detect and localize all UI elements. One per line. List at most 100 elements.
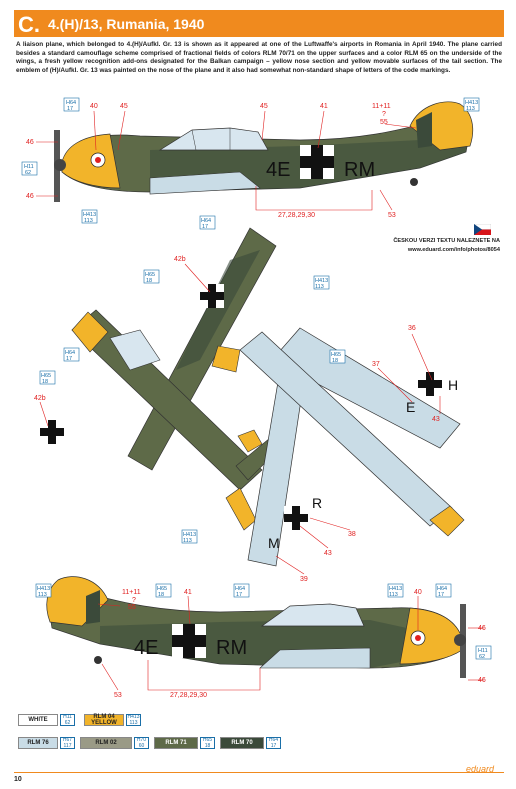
callout-46-top-a: 46 — [26, 139, 34, 146]
svg-text:62: 62 — [25, 170, 31, 176]
callout-55-bottom: 55 — [128, 604, 136, 611]
callout-40-top: 40 — [90, 103, 98, 110]
svg-text:17: 17 — [438, 592, 444, 598]
svg-text:17: 17 — [202, 224, 208, 230]
brand-logo: eduard — [466, 764, 495, 774]
code-box-top-1: H64 17 — [63, 97, 80, 112]
section-header: C. 4.(H)/13, Rumania, 1940 — [14, 10, 504, 37]
underside-letter-1: H — [448, 377, 458, 393]
svg-text:18: 18 — [42, 379, 48, 385]
legend-swatch-rlm02: RLM 02 — [80, 737, 132, 749]
underside-letter-4: M — [268, 535, 280, 551]
plan-view-lower: H E R M — [211, 327, 465, 567]
callout-45-top-a: 45 — [120, 103, 128, 110]
svg-text:H64: H64 — [66, 100, 76, 106]
legend-swatch-rlm76: RLM 76 — [18, 737, 58, 749]
underside-letter-3: R — [312, 495, 322, 511]
callout-46-bottom-b: 46 — [478, 677, 486, 684]
svg-text:113: 113 — [315, 284, 324, 290]
code-box-bottom-2: H65 18 — [155, 583, 172, 598]
svg-text:113: 113 — [466, 106, 475, 112]
czech-note: ČESKOU VERZI TEXTU NALEZNETE NA www.edua… — [360, 237, 500, 254]
svg-text:H65: H65 — [157, 586, 167, 592]
svg-text:62: 62 — [479, 654, 485, 660]
czech-note-line1: ČESKOU VERZI TEXTU NALEZNETE NA — [393, 238, 500, 244]
section-letter: C. — [18, 12, 40, 37]
underside-letter-2: E — [406, 399, 415, 415]
legend-swatch-white: WHITE — [18, 714, 58, 726]
code-right-top: RM — [344, 159, 375, 181]
svg-text:113: 113 — [389, 592, 398, 598]
callout-codes-top: 11+11 — [372, 103, 391, 110]
code-box-plan-7: H65 18 — [329, 349, 346, 364]
callout-question-bottom: ? — [132, 597, 136, 604]
plan-callouts: 42b 42b 36 37 43 38 43 39 H64 17 H65 18 … — [34, 215, 441, 583]
svg-text:18: 18 — [332, 358, 338, 364]
code-box-plan-3: H413 113 — [313, 275, 330, 290]
svg-text:18: 18 — [146, 278, 152, 284]
callout-41-bottom: 41 — [184, 589, 192, 596]
code-left-top: 4E — [266, 159, 290, 181]
svg-text:17: 17 — [236, 592, 242, 598]
svg-text:113: 113 — [183, 538, 192, 544]
callout-42b-b: 42b — [34, 395, 46, 402]
side-view-bottom: 4E RM 11+11 ? 55 41 40 46 46 27,28,29,30… — [35, 576, 492, 699]
callout-43-b: 43 — [324, 550, 332, 557]
code-box-plan-5: H65 18 — [39, 370, 56, 385]
callout-43-a: 43 — [432, 416, 440, 423]
callout-55-top: 55 — [380, 119, 388, 126]
svg-text:18: 18 — [158, 592, 164, 598]
svg-text:H64: H64 — [235, 586, 245, 592]
svg-text:H413: H413 — [315, 278, 328, 284]
svg-text:H413: H413 — [37, 586, 50, 592]
callout-46-top-b: 46 — [26, 193, 34, 200]
svg-text:17: 17 — [66, 356, 72, 362]
svg-text:H413: H413 — [183, 532, 196, 538]
legend-swatch-rlm04: RLM 04 YELLOW — [84, 714, 124, 726]
code-box-plan-1: H64 17 — [199, 215, 216, 230]
code-right-bottom: RM — [216, 637, 247, 659]
svg-text:H413: H413 — [83, 212, 96, 218]
svg-text:113: 113 — [84, 218, 93, 224]
callout-40-bottom: 40 — [414, 589, 422, 596]
code-box-bottom-5: H64 17 — [435, 583, 452, 598]
code-box-bottom-4: H413 113 — [387, 583, 404, 598]
callout-46-bottom-a: 46 — [478, 625, 486, 632]
section-title: 4.(H)/13, Rumania, 1940 — [48, 16, 205, 32]
code-box-bottom-6: H11 62 — [475, 645, 492, 660]
code-box-bottom-3: H64 17 — [233, 583, 250, 598]
code-box-top-4: H413 113 — [81, 209, 98, 224]
callout-39: 39 — [300, 576, 308, 583]
code-box-top-3: H11 62 — [21, 161, 38, 176]
intro-paragraph: A liaison plane, which belonged to 4.(H)… — [16, 41, 502, 74]
svg-text:H65: H65 — [145, 272, 155, 278]
svg-text:H11: H11 — [24, 164, 34, 170]
callout-38: 38 — [348, 531, 356, 538]
svg-text:H64: H64 — [201, 218, 211, 224]
code-box-bottom-1: H413 113 — [35, 583, 52, 598]
callout-42b-a: 42b — [174, 256, 186, 263]
czech-flag-icon — [474, 224, 491, 235]
callout-45-top-b: 45 — [260, 103, 268, 110]
svg-text:H65: H65 — [41, 373, 51, 379]
plan-view-upper — [40, 227, 277, 531]
svg-text:17: 17 — [67, 106, 73, 112]
callout-codes-bottom: 11+11 — [122, 589, 141, 596]
callout-41-top: 41 — [320, 103, 328, 110]
legend-swatch-rlm71: RLM 71 — [154, 737, 198, 749]
svg-text:H64: H64 — [437, 586, 447, 592]
svg-text:H11: H11 — [478, 648, 488, 654]
legend-swatch-rlm70: RLM 70 — [220, 737, 264, 749]
callout-37: 37 — [372, 361, 380, 368]
code-box-plan-6: H413 113 — [181, 529, 198, 544]
code-left-bottom: 4E — [134, 637, 158, 659]
code-box-plan-2: H65 18 — [143, 269, 160, 284]
callout-53-bottom: 53 — [114, 692, 122, 699]
footer-divider — [14, 772, 504, 773]
svg-text:H413: H413 — [389, 586, 402, 592]
